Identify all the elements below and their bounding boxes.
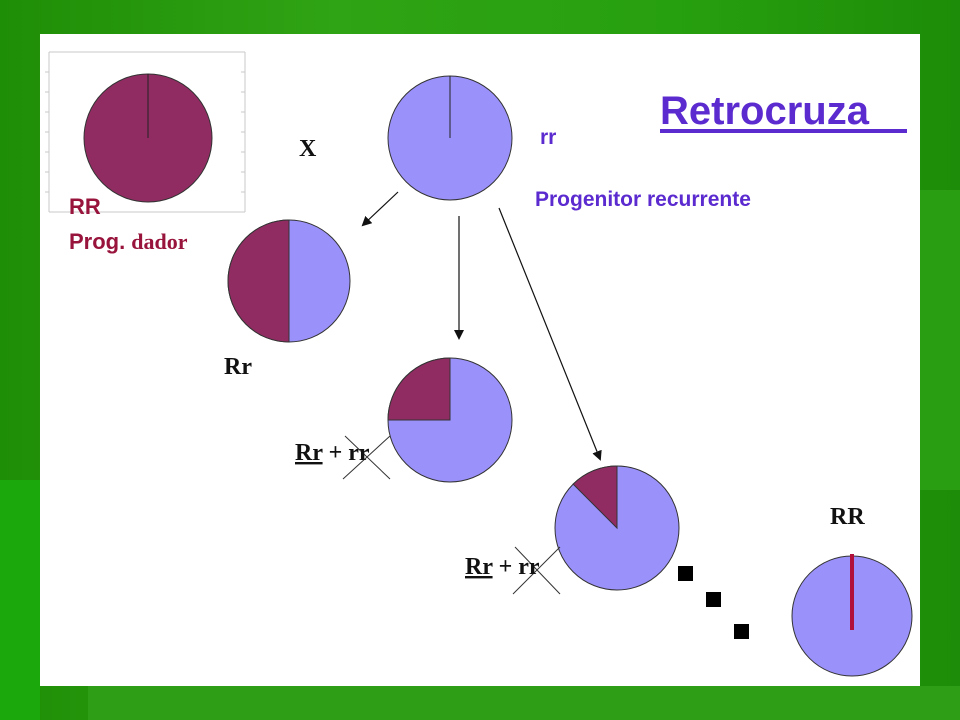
recurrent-genotype-label: rr bbox=[540, 126, 556, 149]
cross-out-rr-gen2 bbox=[342, 435, 391, 480]
first-generation-label: Rr bbox=[224, 354, 252, 380]
arrow-to-gen1 bbox=[361, 191, 399, 227]
background-band-bottom bbox=[88, 686, 960, 720]
background-band-right bbox=[920, 190, 960, 490]
continuation-square-2 bbox=[706, 592, 721, 607]
cross-out-rr-gen3 bbox=[512, 546, 561, 595]
gen1-donor-slice bbox=[227, 219, 290, 343]
slide-title: Retrocruza bbox=[660, 89, 870, 133]
continuation-square-1 bbox=[678, 566, 693, 581]
donor-genotype-label: RR bbox=[69, 194, 101, 219]
third-generation-pie bbox=[554, 465, 680, 591]
title-underline bbox=[660, 129, 907, 133]
final-genotype-label: RR bbox=[830, 504, 865, 530]
third-generation-label: Rr + rr bbox=[465, 554, 540, 580]
gen3-donor-slice bbox=[572, 465, 618, 530]
backcross-diagram: Retrocruza X rr Progenitor recurrente RR… bbox=[45, 51, 913, 677]
cross-symbol: X bbox=[299, 136, 317, 162]
slide-canvas: Retrocruza X rr Progenitor recurrente RR… bbox=[40, 34, 920, 686]
donor-parent-pie bbox=[83, 73, 213, 203]
recurrent-parent-name: Progenitor recurrente bbox=[535, 188, 751, 211]
axis-frame bbox=[45, 51, 246, 213]
second-generation-label: Rr + rr bbox=[295, 440, 370, 466]
arrow-to-gen3 bbox=[498, 207, 602, 461]
background-band-left bbox=[0, 480, 40, 720]
recurrent-parent-pie bbox=[387, 75, 513, 201]
continuation-square-3 bbox=[734, 624, 749, 639]
second-generation-pie bbox=[387, 357, 513, 483]
donor-parent-name: Prog.dador bbox=[69, 229, 188, 254]
gen2-donor-slice bbox=[387, 357, 451, 421]
first-generation-pie bbox=[227, 219, 351, 343]
